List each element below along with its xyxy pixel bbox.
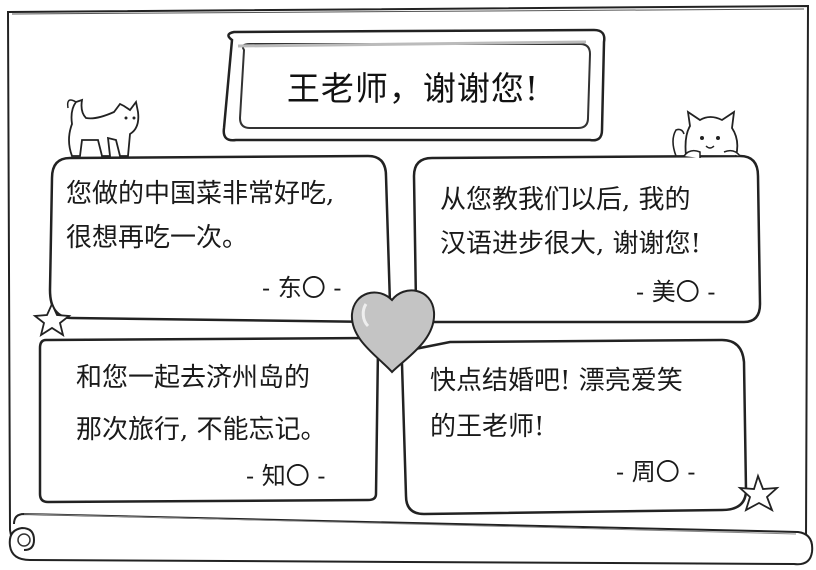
note-1-line-2: 很想再吃一次。 — [66, 223, 249, 253]
note-2-line-1: 从您教我们以后, 我的 — [440, 185, 691, 215]
scroll-curl-icon — [8, 512, 814, 566]
star-right-icon — [737, 473, 780, 512]
note-1-line-1: 您做的中国菜非常好吃, — [66, 179, 335, 209]
title-frame — [222, 28, 606, 142]
title-text: 王老师，谢谢您! — [286, 69, 540, 108]
note-3-text: 和您一起去济州岛的 那次旅行, 不能忘记。 — [76, 352, 327, 456]
note-2-text: 从您教我们以后, 我的 汉语进步很大, 谢谢您! — [440, 178, 701, 266]
note-4-line-2: 的王老师! — [430, 412, 545, 442]
note-4-text: 快点结婚吧! 漂亮爱笑 的王老师! — [430, 358, 683, 450]
note-4-line-1: 快点结婚吧! 漂亮爱笑 — [430, 366, 683, 396]
note-4-signature: - 周〇 - — [616, 458, 696, 486]
star-left-icon — [32, 301, 72, 337]
title-box: 王老师，谢谢您! — [222, 32, 604, 140]
heart-icon — [350, 289, 436, 374]
note-3-line-2: 那次旅行, 不能忘记。 — [76, 415, 327, 445]
note-2-line-2: 汉语进步很大, 谢谢您! — [440, 229, 701, 259]
note-1-signature: - 东〇 - — [262, 274, 342, 302]
note-3-line-1: 和您一起去济州岛的 — [76, 363, 311, 393]
cat-walking-icon — [66, 98, 140, 157]
note-2-signature: - 美〇 - — [636, 278, 716, 306]
note-1-text: 您做的中国菜非常好吃, 很想再吃一次。 — [66, 172, 334, 260]
cat-peeking-icon — [672, 110, 741, 158]
note-3-signature: - 知〇 - — [246, 462, 326, 490]
note-box-2 — [412, 154, 762, 324]
